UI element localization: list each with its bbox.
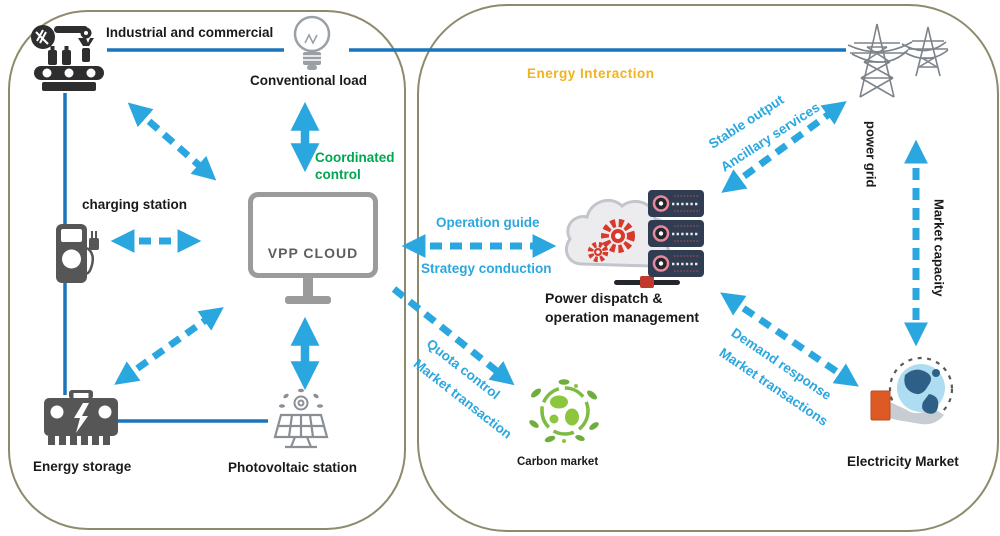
power-dispatch-label-line2: operation management bbox=[545, 309, 700, 325]
charging-station-label: charging station bbox=[82, 197, 188, 212]
photovoltaic-station-icon bbox=[273, 388, 329, 449]
operation-guide-label: Operation guide bbox=[436, 215, 540, 230]
power-dispatch-servers-icon bbox=[565, 190, 704, 288]
photovoltaic-station-label: Photovoltaic station bbox=[228, 460, 358, 475]
power-grid-label: power grid bbox=[863, 121, 879, 188]
strategy-conduction-label: Strategy conduction bbox=[421, 261, 552, 276]
energy-storage-label: Energy storage bbox=[33, 459, 132, 474]
conventional-load-label: Conventional load bbox=[250, 73, 368, 88]
carbon-market-label: Carbon market bbox=[517, 456, 599, 468]
energy-storage-icon bbox=[44, 390, 118, 445]
market-capacity-label: Market capacity bbox=[931, 199, 947, 297]
power-grid-towers-icon bbox=[847, 23, 949, 98]
monitor-stand bbox=[303, 278, 313, 298]
electricity-market-label: Electricity Market bbox=[847, 454, 959, 469]
monitor-stand-base bbox=[285, 296, 331, 304]
power-dispatch-label-line1: Power dispatch & bbox=[545, 290, 663, 306]
vpp-cloud-label: VPP CLOUD bbox=[267, 245, 359, 261]
carbon-market-globe-icon bbox=[529, 379, 599, 443]
industrial-commercial-label: Industrial and commercial bbox=[106, 25, 274, 40]
light-bulb-icon bbox=[293, 15, 331, 70]
factory-icon bbox=[31, 25, 104, 91]
dashed-interaction-arrows bbox=[110, 101, 928, 387]
vpp-cloud-monitor: VPP CLOUD bbox=[248, 192, 378, 278]
electricity-market-globe-icon bbox=[870, 356, 954, 425]
charging-station-icon bbox=[56, 224, 99, 283]
energy-interaction-panel bbox=[417, 4, 999, 532]
coordinated-control-label: Coordinated control bbox=[315, 150, 395, 182]
energy-interaction-label: Energy Interaction bbox=[527, 66, 655, 81]
